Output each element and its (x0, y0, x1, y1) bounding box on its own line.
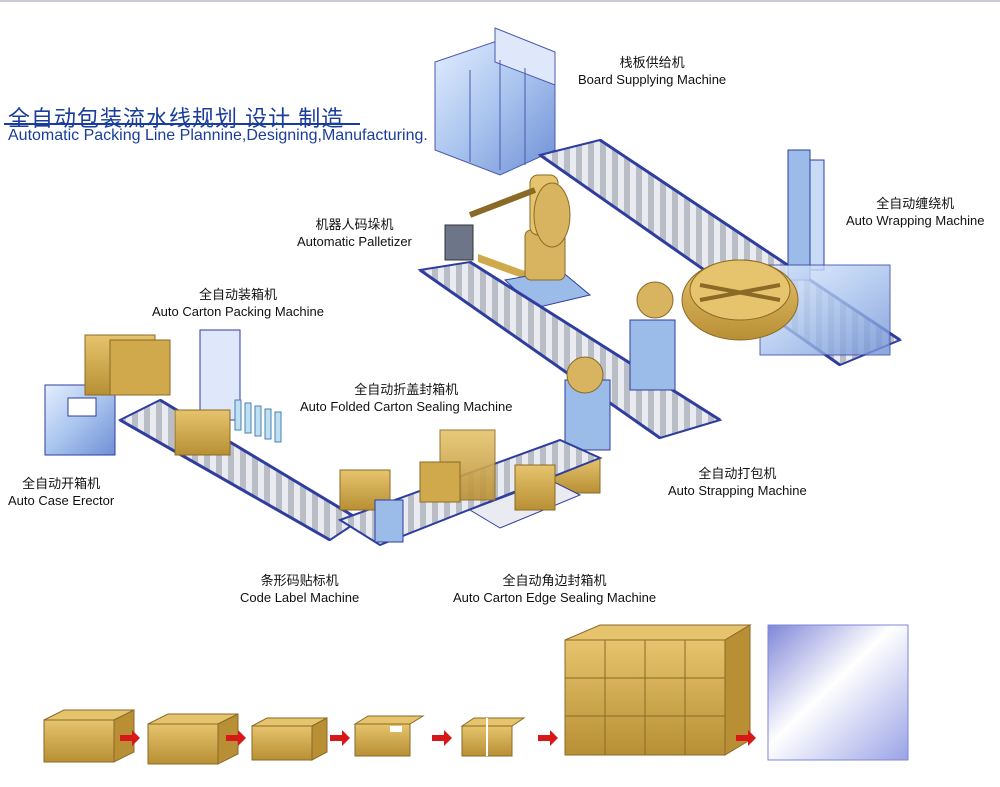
flow-arrow (120, 730, 140, 746)
flow-arrow (432, 730, 452, 746)
label-auto-carton-edge-sealing: 全自动角边封箱机 Auto Carton Edge Sealing Machin… (453, 573, 657, 605)
top-border (0, 0, 1000, 2)
auto-carton-packing-machine (174, 329, 282, 456)
flow-empty-carton (43, 709, 135, 763)
flow-packed-carton (147, 713, 239, 765)
label-auto-wrapping: 全自动缠绕机 Auto Wrapping Machine (846, 196, 985, 228)
title-underline (4, 123, 360, 125)
flow-arrow (736, 730, 756, 746)
middle-roller-conveyor (417, 260, 723, 440)
label-automatic-palletizer: 机器人码垛机 Automatic Palletizer (297, 217, 412, 249)
flow-arrow (330, 730, 350, 746)
flow-strapped-carton (460, 717, 526, 757)
page-title-en: Automatic Packing Line Plannine,Designin… (8, 127, 428, 144)
flow-labeled-carton (353, 715, 425, 757)
label-auto-folded-carton-sealing: 全自动折盖封箱机 Auto Folded Carton Sealing Mach… (300, 382, 513, 414)
board-supplying-machine (434, 27, 556, 281)
label-board-supplying: 栈板供给机 Board Supplying Machine (578, 55, 727, 87)
label-auto-case-erector: 全自动开箱机 Auto Case Erector (8, 476, 115, 508)
label-code-label: 条形码贴标机 Code Label Machine (240, 573, 360, 605)
flow-arrow (226, 730, 246, 746)
auto-wrapping-machine (681, 149, 891, 356)
auto-case-erector (44, 334, 171, 456)
code-label-machine (339, 469, 404, 543)
flow-sealed-carton (251, 717, 328, 761)
flow-wrapped-pallet (767, 624, 909, 761)
flow-arrow (538, 730, 558, 746)
page-title-cn: 全自动包装流水线规划 设计 制造 (8, 106, 345, 131)
label-auto-carton-packing: 全自动装箱机 Auto Carton Packing Machine (152, 287, 324, 319)
carton-sealing-machines (419, 429, 556, 511)
label-auto-strapping: 全自动打包机 Auto Strapping Machine (668, 466, 807, 498)
process-flow (43, 624, 909, 765)
flow-palletized-stack (564, 624, 752, 756)
